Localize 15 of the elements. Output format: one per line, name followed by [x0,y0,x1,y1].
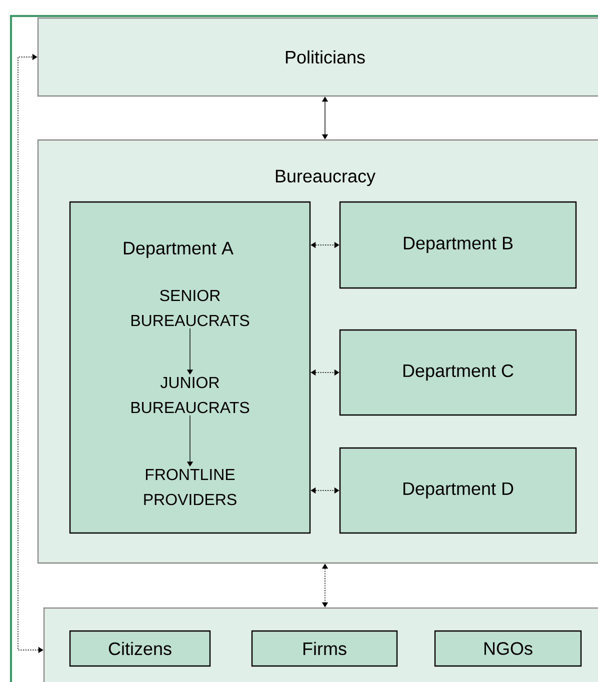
department-box: Department B [339,201,577,289]
department-box: Department C [339,329,577,416]
department-box: NGOs [434,630,582,667]
arrow [310,487,340,494]
role-label: SENIOR BUREAUCRATS [131,290,250,326]
panel-box: Politicians [37,17,598,97]
arrow [322,564,328,608]
department-box: Firms [251,630,398,667]
department-box: Department D [339,447,577,534]
role-label: JUNIOR BUREAUCRATS [131,376,250,414]
role-label: FRONTLINE PROVIDERS [144,468,236,506]
arrow [322,96,328,140]
department-box: Citizens [69,630,211,667]
arrow [310,242,340,248]
arrow [310,369,340,376]
